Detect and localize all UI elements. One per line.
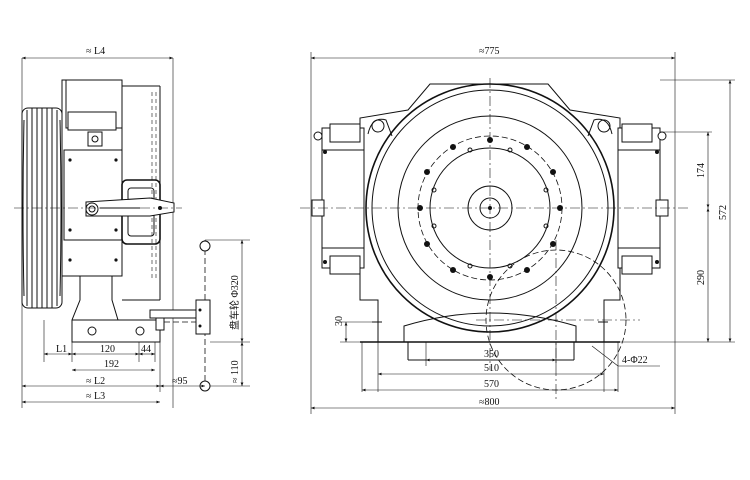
dim-570: 570 (484, 379, 499, 390)
dim-572: 572 (718, 205, 729, 220)
dim-l2: ≈ L2 (86, 376, 105, 387)
dim-110: ≈ 110 (230, 360, 241, 383)
brake-assembly (85, 179, 175, 245)
dim-l4: ≈ L4 (86, 46, 105, 57)
dim-800: ≈800 (479, 397, 500, 408)
dim-l3: ≈ L3 (86, 391, 105, 402)
front-view: ≈775 174 290 572 30 350 510 570 ≈800 4-Φ… (300, 46, 735, 414)
dim-290: 290 (696, 270, 707, 285)
holes-callout: 4-Φ22 (622, 355, 648, 366)
dim-350: 350 (484, 349, 499, 360)
side-view: ≈ L4 L1 120 44 192 ≈ L2 ≈95 ≈ L3 盘车轮 Φ32… (14, 46, 250, 408)
dim-95: ≈95 (172, 376, 188, 387)
bolt-pattern (417, 137, 563, 280)
dim-174: 174 (696, 163, 707, 178)
dim-510: 510 (484, 363, 499, 374)
front-base (360, 321, 620, 343)
dim-320: 盘车轮 Φ320 (228, 275, 241, 330)
dim-44: 44 (141, 344, 151, 355)
dim-120: 120 (100, 344, 115, 355)
dim-30: 30 (334, 316, 345, 326)
dim-775: ≈775 (479, 46, 500, 57)
motor-body (61, 79, 161, 301)
side-base (71, 275, 161, 343)
dim-192: 192 (104, 359, 119, 370)
dim-l1: L1 (56, 344, 67, 355)
hand-wheel (149, 240, 211, 392)
brake-left (311, 123, 365, 275)
brake-right (617, 123, 669, 275)
